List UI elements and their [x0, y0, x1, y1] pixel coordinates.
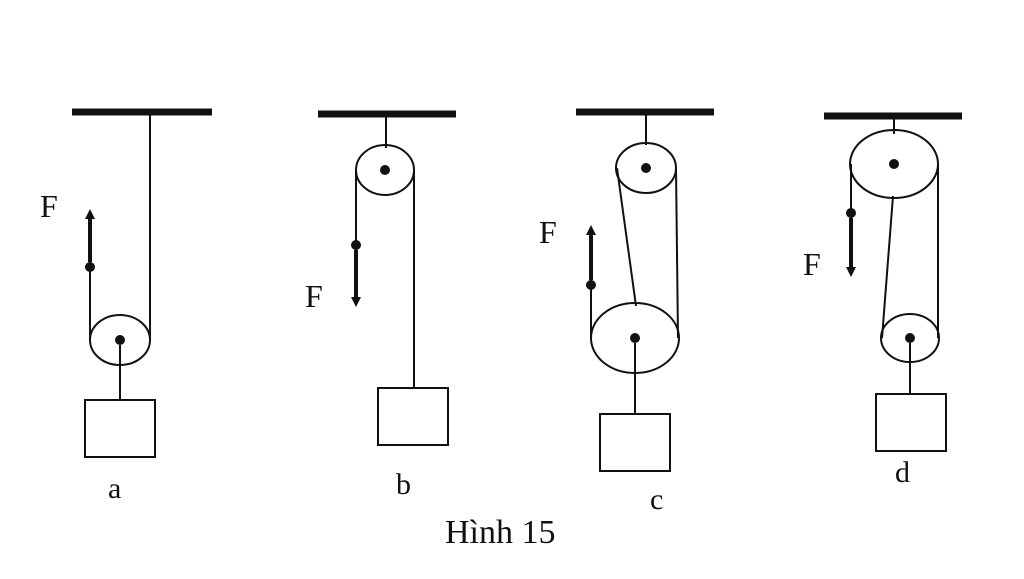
force-label-d: F	[803, 246, 821, 282]
axle-c-top	[641, 163, 651, 173]
axle-a	[115, 335, 125, 345]
panel-label-d: d	[895, 456, 910, 489]
load-b	[377, 387, 449, 446]
load-a	[84, 399, 156, 458]
figure-caption: Hình 15	[445, 514, 556, 551]
panel-c	[576, 108, 714, 472]
load-d	[875, 393, 947, 452]
panel-a	[72, 108, 212, 458]
axle-d-top	[889, 159, 899, 169]
force-label-c: F	[539, 214, 557, 250]
force-label-a: F	[40, 188, 58, 224]
panel-label-a: a	[108, 472, 122, 505]
rope-point-a	[85, 262, 95, 272]
rope-d-cross	[881, 195, 894, 339]
panel-label-c: c	[650, 483, 664, 516]
axle-b	[380, 165, 390, 175]
rope-point-b	[351, 240, 361, 250]
panel-label-b: b	[396, 468, 411, 501]
rope-point-c	[586, 280, 596, 290]
axle-c-bottom	[630, 333, 640, 343]
rope-c-cross	[616, 167, 637, 307]
force-label-b: F	[305, 278, 323, 314]
rope-point-d	[846, 208, 856, 218]
axle-d-bottom	[905, 333, 915, 343]
panel-b	[318, 110, 456, 446]
load-c	[599, 413, 671, 472]
panel-d	[824, 112, 962, 452]
rope-c-right	[675, 167, 679, 339]
